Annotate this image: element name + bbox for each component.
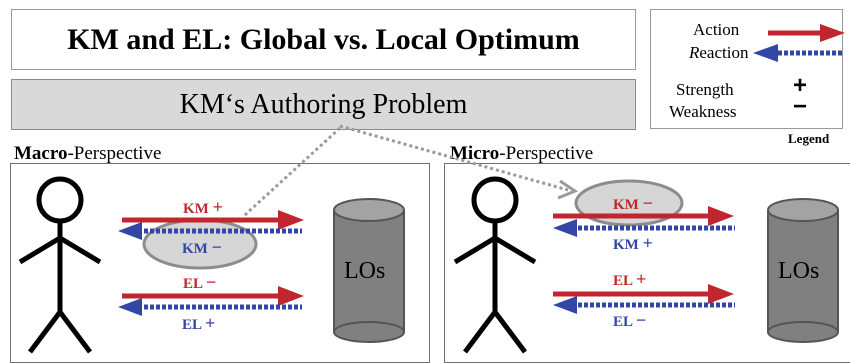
macro-km-action-label: KM + <box>183 197 223 217</box>
micro-los-cylinder <box>767 198 839 343</box>
legend-strength-label: Strength <box>676 80 734 99</box>
macro-el-action-arrow <box>122 286 304 306</box>
legend-weakness-label: Weakness <box>669 102 737 121</box>
macro-km-action-arrow <box>122 210 304 230</box>
legend-caption: Legend <box>788 131 830 146</box>
micro-los-label: LOs <box>778 258 820 284</box>
macro-panel-title: Macro-Perspective <box>14 143 162 164</box>
diagram-subtitle: KM‘s Authoring Problem <box>11 79 636 130</box>
diagram-title: KM and EL: Global vs. Local Optimum <box>11 9 636 70</box>
legend-strength-symbol: + <box>793 72 808 99</box>
connector-to-micro <box>339 124 569 192</box>
macro-stick-figure <box>18 176 102 354</box>
macro-el-reaction-label: EL + <box>182 313 216 333</box>
macro-km-reaction-arrow <box>118 222 302 240</box>
micro-km-reaction-label: KM + <box>613 233 653 253</box>
legend-action-label: Action <box>693 20 740 39</box>
micro-stick-figure <box>453 176 537 354</box>
legend-box: Action Reaction Strength + Weakness − <box>650 9 843 129</box>
legend-reaction-arrow <box>753 44 842 62</box>
micro-el-action-arrow <box>553 284 734 304</box>
macro-los-cylinder <box>333 198 405 343</box>
micro-el-action-label: EL + <box>613 269 647 289</box>
macro-km-reaction-label: KM − <box>182 237 222 257</box>
micro-km-reaction-arrow <box>553 219 735 237</box>
micro-el-reaction-label: EL − <box>613 310 647 330</box>
macro-el-reaction-arrow <box>118 298 302 316</box>
micro-km-action-arrow <box>553 206 734 226</box>
legend-weakness-symbol: − <box>793 93 808 120</box>
micro-panel-title: Micro-Perspective <box>450 143 594 164</box>
legend-reaction-label: Reaction <box>689 43 749 62</box>
macro-el-action-label: EL − <box>183 272 217 292</box>
connector-arrowhead <box>557 179 579 200</box>
micro-el-reaction-arrow <box>553 296 735 314</box>
macro-los-label: LOs <box>344 258 386 284</box>
connector-to-macro <box>240 126 342 225</box>
legend-action-arrow <box>768 24 845 42</box>
micro-km-action-label: KM − <box>613 193 653 213</box>
